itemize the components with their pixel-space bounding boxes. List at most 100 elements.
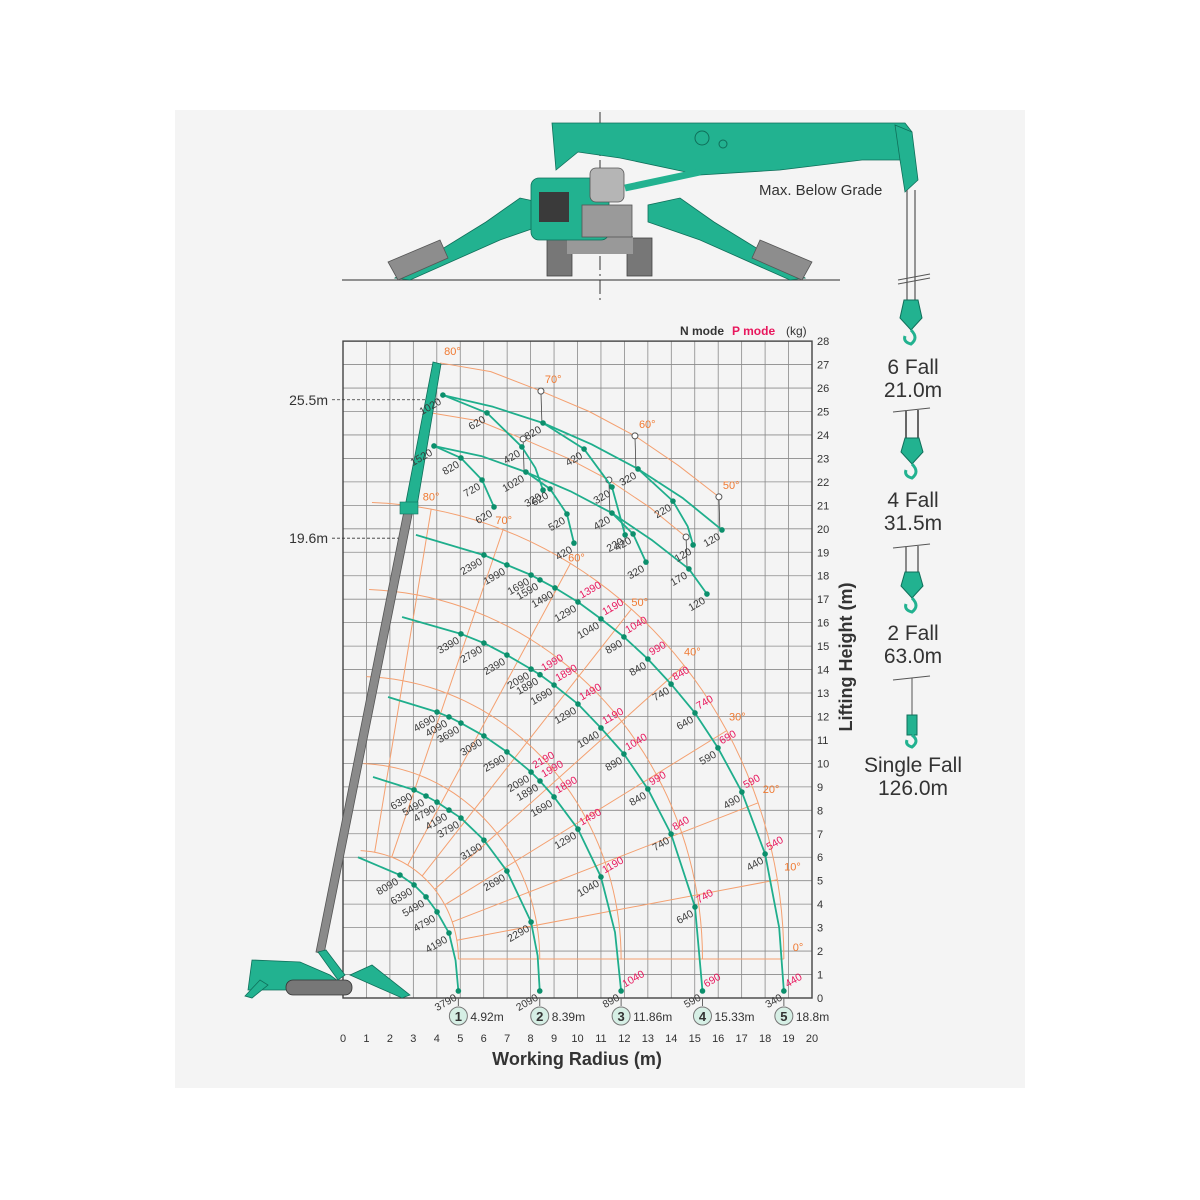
x-tick-label: 20 [806, 1033, 818, 1045]
x-axis-title: Working Radius (m) [492, 1049, 662, 1069]
n-mode-load-label: 1290 [552, 705, 578, 727]
jib-angle-marker [715, 493, 723, 501]
load-point [630, 531, 636, 537]
load-point [434, 909, 440, 915]
p-mode-load-label: 1190 [600, 596, 626, 618]
load-point [645, 786, 651, 792]
y-tick-label: 12 [817, 711, 829, 723]
x-tick-label: 9 [551, 1033, 557, 1045]
boom-angle-ray [434, 665, 685, 890]
hook-4-fall-icon [892, 407, 931, 480]
boom-angle-label: 30° [729, 711, 746, 723]
p-mode-load-label: 540 [764, 834, 785, 853]
load-point [537, 671, 543, 678]
y-tick-label: 24 [817, 430, 829, 442]
load-point [552, 585, 558, 591]
load-point [575, 826, 581, 832]
load-point [690, 542, 696, 548]
boom-length-badge [774, 1006, 794, 1026]
x-tick-label: 19 [782, 1033, 794, 1045]
load-curve-jib-25.5m-main [442, 394, 723, 531]
n-mode-load-label: 2790 [458, 644, 484, 666]
load-point [575, 599, 581, 605]
jib-angle-label: 80° [444, 346, 461, 358]
load-point [523, 469, 529, 475]
y-tick-label: 25 [817, 407, 829, 419]
load-point [431, 443, 437, 449]
jib-angle-marker [519, 435, 527, 443]
boom-angle-ray [456, 879, 778, 941]
load-point [411, 882, 417, 888]
load-point [551, 794, 557, 800]
jib-angle-marker [537, 387, 545, 395]
load-point [715, 745, 721, 751]
n-mode-load-label: 720 [462, 481, 483, 500]
hook-single-fall-icon [892, 675, 931, 749]
hook-length: 21.0m [884, 379, 942, 402]
load-point [537, 577, 543, 583]
x-tick-label: 13 [642, 1033, 654, 1045]
n-mode-load-label: 490 [721, 793, 742, 812]
load-point [458, 631, 464, 637]
x-tick-label: 14 [665, 1033, 677, 1045]
boom-angle-lines: 0°10°20°30°40°80°70°60°50°80°70°60°50° [360, 346, 804, 960]
load-curve-jib-25.5m-branch-c [637, 468, 694, 546]
boom-length-badge [448, 1006, 468, 1026]
load-point [645, 656, 651, 662]
n-mode-load-label: 420 [501, 448, 522, 467]
boom-length-badge [611, 1006, 631, 1026]
load-point [481, 733, 487, 739]
y-tick-label: 20 [817, 524, 829, 536]
legend-unit: (kg) [786, 324, 807, 338]
n-mode-load-label: 740 [651, 685, 672, 704]
n-mode-load-label: 420 [591, 514, 612, 533]
boom-length-badge [530, 1006, 550, 1026]
boom-length-label: 8.39m [552, 1010, 585, 1024]
load-point [670, 498, 676, 504]
y-tick-label: 8 [817, 805, 823, 817]
x-tick-label: 18 [759, 1033, 771, 1045]
load-point [551, 682, 557, 688]
n-mode-load-label: 590 [697, 749, 718, 768]
p-mode-load-label: 840 [670, 664, 691, 683]
crane-boom-drawing [244, 361, 442, 999]
load-point [481, 552, 487, 558]
y-tick-label: 2 [817, 946, 823, 958]
y-tick-label: 22 [817, 477, 829, 489]
y-tick-label: 18 [817, 571, 829, 583]
n-mode-load-label: 2390 [458, 556, 484, 578]
load-point [504, 868, 510, 874]
jib-angle-label: 50° [723, 480, 740, 492]
boom-angle-label: 80° [423, 492, 440, 504]
boom-length-number: 1 [455, 1009, 462, 1024]
hook-label: 2 Fall [887, 622, 938, 645]
x-tick-label: 15 [689, 1033, 701, 1045]
load-point [434, 709, 440, 715]
load-point [446, 930, 452, 936]
y-tick-label: 9 [817, 782, 823, 794]
boom-angle-label: 0° [793, 942, 804, 954]
n-mode-load-label: 1020 [500, 473, 526, 495]
x-tick-label: 8 [528, 1033, 534, 1045]
load-point [423, 894, 429, 900]
y-tick-label: 11 [817, 735, 828, 747]
y-tick-label: 0 [817, 993, 823, 1005]
n-mode-load-label: 820 [440, 459, 461, 478]
boom-angle-ray [444, 730, 727, 906]
jib-angle-marker [631, 432, 639, 440]
x-tick-label: 11 [595, 1033, 606, 1045]
p-mode-load-label: 990 [647, 769, 668, 788]
load-curve-jib-19.6m-main [433, 445, 708, 595]
boom-angle-arc [360, 850, 459, 960]
y-tick-label: 13 [817, 688, 829, 700]
x-tick-label: 10 [571, 1033, 583, 1045]
jib-angle-label: 70° [545, 374, 562, 386]
crane-side-illustration [342, 112, 931, 346]
boom-length-label: 11.86m [633, 1010, 672, 1024]
load-point [598, 616, 604, 622]
load-point [575, 701, 581, 707]
y-tick-label: 21 [817, 500, 829, 512]
boom-angle-label: 10° [784, 861, 801, 873]
n-mode-load-label: 120 [686, 595, 707, 614]
